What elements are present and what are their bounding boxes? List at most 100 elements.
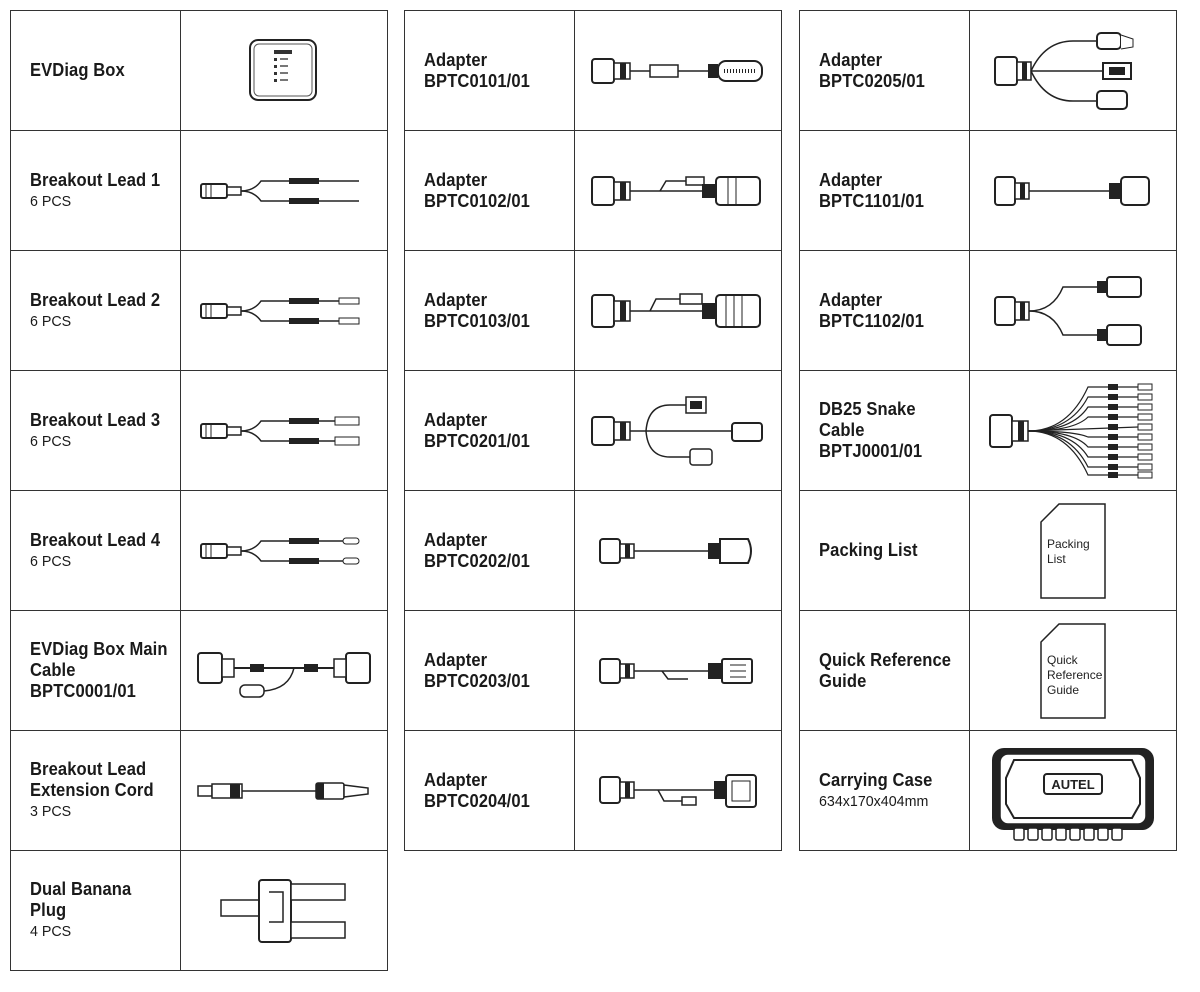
item-row: Adapter BPTC0103/01 xyxy=(405,251,781,371)
item-name: Breakout Lead 3 xyxy=(30,409,161,430)
adapter-cable-icon xyxy=(575,131,781,250)
evdiag-box-icon xyxy=(181,11,387,130)
item-label-cell: Adapter BPTC0202/01 xyxy=(405,491,575,610)
main-cable-icon xyxy=(181,611,387,730)
item-row: DB25 Snake Cable BPTJ0001/01 xyxy=(800,371,1176,491)
packing-column-3: Adapter BPTC0205/01 Adapter BPTC1101/01 xyxy=(799,10,1177,851)
item-row: Breakout Lead Extension Cord 3 PCS xyxy=(11,731,387,851)
packing-list-document-icon: Packing List xyxy=(970,491,1176,610)
document-text-line: List xyxy=(1047,552,1066,566)
item-row: Adapter BPTC0201/01 xyxy=(405,371,781,491)
breakout-lead-icon xyxy=(181,371,387,490)
adapter-cable-icon xyxy=(575,11,781,130)
item-row: Breakout Lead 4 6 PCS xyxy=(11,491,387,611)
item-row: Adapter BPTC1102/01 xyxy=(800,251,1176,371)
item-row: Carrying Case 634x170x404mm AUTEL xyxy=(800,731,1176,851)
item-label-cell: DB25 Snake Cable BPTJ0001/01 xyxy=(800,371,970,490)
item-row: Dual Banana Plug 4 PCS xyxy=(11,851,387,971)
item-label-cell: Adapter BPTC1101/01 xyxy=(800,131,970,250)
item-name: Adapter BPTC0201/01 xyxy=(424,409,530,451)
document-text-line: Reference xyxy=(1047,668,1103,682)
item-name: DB25 Snake Cable BPTJ0001/01 xyxy=(819,399,923,461)
adapter-cable-icon xyxy=(575,731,781,850)
item-name: Breakout Lead 2 xyxy=(30,289,161,310)
item-label-cell: Breakout Lead 2 6 PCS xyxy=(11,251,181,370)
adapter-split-cable-icon xyxy=(970,11,1176,130)
breakout-lead-icon xyxy=(181,131,387,250)
item-label-cell: Breakout Lead 1 6 PCS xyxy=(11,131,181,250)
item-label-cell: Adapter BPTC1102/01 xyxy=(800,251,970,370)
item-row: Adapter BPTC0203/01 xyxy=(405,611,781,731)
item-name: EVDiag Box Main Cable BPTC0001/01 xyxy=(30,639,168,701)
item-label-cell: Adapter BPTC0205/01 xyxy=(800,11,970,130)
item-name: Packing List xyxy=(819,540,918,560)
item-label-cell: Adapter BPTC0103/01 xyxy=(405,251,575,370)
item-label-cell: Quick Reference Guide xyxy=(800,611,970,730)
quick-reference-guide-document-icon: Quick Reference Guide xyxy=(970,611,1176,730)
document-text-line: Quick xyxy=(1047,653,1079,667)
item-label-cell: Breakout Lead 3 6 PCS xyxy=(11,371,181,490)
item-label-cell: EVDiag Box xyxy=(11,11,181,130)
item-row: Adapter BPTC0102/01 xyxy=(405,131,781,251)
item-label-cell: Breakout Lead Extension Cord 3 PCS xyxy=(11,731,181,850)
item-row: Adapter BPTC0205/01 xyxy=(800,11,1176,131)
brand-logo-text: AUTEL xyxy=(1051,777,1094,792)
item-name: Adapter BPTC0203/01 xyxy=(424,649,530,691)
item-row: Adapter BPTC1101/01 xyxy=(800,131,1176,251)
item-row: Breakout Lead 2 6 PCS xyxy=(11,251,387,371)
packing-column-2: Adapter BPTC0101/01 Adapter BPTC0102/01 xyxy=(404,10,782,851)
item-quantity: 6 PCS xyxy=(30,552,72,570)
item-name: Adapter BPTC0102/01 xyxy=(424,169,530,211)
item-row: Adapter BPTC0202/01 xyxy=(405,491,781,611)
item-row: Breakout Lead 3 6 PCS xyxy=(11,371,387,491)
item-label-cell: EVDiag Box Main Cable BPTC0001/01 xyxy=(11,611,181,730)
snake-cable-icon xyxy=(970,371,1176,490)
adapter-cable-icon xyxy=(575,251,781,370)
item-row: Adapter BPTC0101/01 xyxy=(405,11,781,131)
item-name: Adapter BPTC0202/01 xyxy=(424,529,530,571)
adapter-split-cable-icon xyxy=(575,371,781,490)
item-label-cell: Dual Banana Plug 4 PCS xyxy=(11,851,181,970)
adapter-cable-icon xyxy=(970,131,1176,250)
item-row: Breakout Lead 1 6 PCS xyxy=(11,131,387,251)
document-text-line: Packing xyxy=(1047,537,1090,551)
adapter-split-cable-icon xyxy=(970,251,1176,370)
item-name: Dual Banana Plug xyxy=(30,879,132,920)
packing-column-1: EVDiag Box Breakout Lead 1 6 PCS xyxy=(10,10,388,971)
item-quantity: 6 PCS xyxy=(30,312,72,330)
item-label-cell: Breakout Lead 4 6 PCS xyxy=(11,491,181,610)
item-row: Quick Reference Guide Quick Reference Gu… xyxy=(800,611,1176,731)
item-label-cell: Adapter BPTC0203/01 xyxy=(405,611,575,730)
item-name: Adapter BPTC1102/01 xyxy=(819,289,925,331)
adapter-cable-icon xyxy=(575,491,781,610)
banana-plug-icon xyxy=(181,851,387,970)
adapter-cable-icon xyxy=(575,611,781,730)
item-quantity: 4 PCS xyxy=(30,923,72,940)
item-name: Adapter BPTC1101/01 xyxy=(819,169,925,211)
breakout-lead-icon xyxy=(181,491,387,610)
item-name: Adapter BPTC0103/01 xyxy=(424,289,530,331)
item-quantity: 6 PCS xyxy=(30,432,72,450)
item-label-cell: Carrying Case 634x170x404mm xyxy=(800,731,970,850)
item-row: Adapter BPTC0204/01 xyxy=(405,731,781,851)
item-quantity: 634x170x404mm xyxy=(819,792,929,810)
item-label-cell: Adapter BPTC0201/01 xyxy=(405,371,575,490)
item-label-cell: Adapter BPTC0102/01 xyxy=(405,131,575,250)
item-name: Adapter BPTC0101/01 xyxy=(424,49,530,91)
document-text-line: Guide xyxy=(1047,683,1079,697)
breakout-lead-icon xyxy=(181,251,387,370)
item-label-cell: Adapter BPTC0204/01 xyxy=(405,731,575,850)
item-row: EVDiag Box xyxy=(11,11,387,131)
item-quantity: 6 PCS xyxy=(30,192,72,210)
item-name: Adapter BPTC0204/01 xyxy=(424,769,530,811)
item-label-cell: Adapter BPTC0101/01 xyxy=(405,11,575,130)
item-row: EVDiag Box Main Cable BPTC0001/01 xyxy=(11,611,387,731)
item-name: EVDiag Box xyxy=(30,60,125,80)
item-name: Breakout Lead 4 xyxy=(30,529,161,550)
item-name: Breakout Lead 1 xyxy=(30,169,161,190)
item-label-cell: Packing List xyxy=(800,491,970,610)
item-name: Quick Reference Guide xyxy=(819,649,952,691)
extension-cord-icon xyxy=(181,731,387,850)
item-row: Packing List Packing List xyxy=(800,491,1176,611)
item-name: Breakout Lead Extension Cord xyxy=(30,759,154,800)
